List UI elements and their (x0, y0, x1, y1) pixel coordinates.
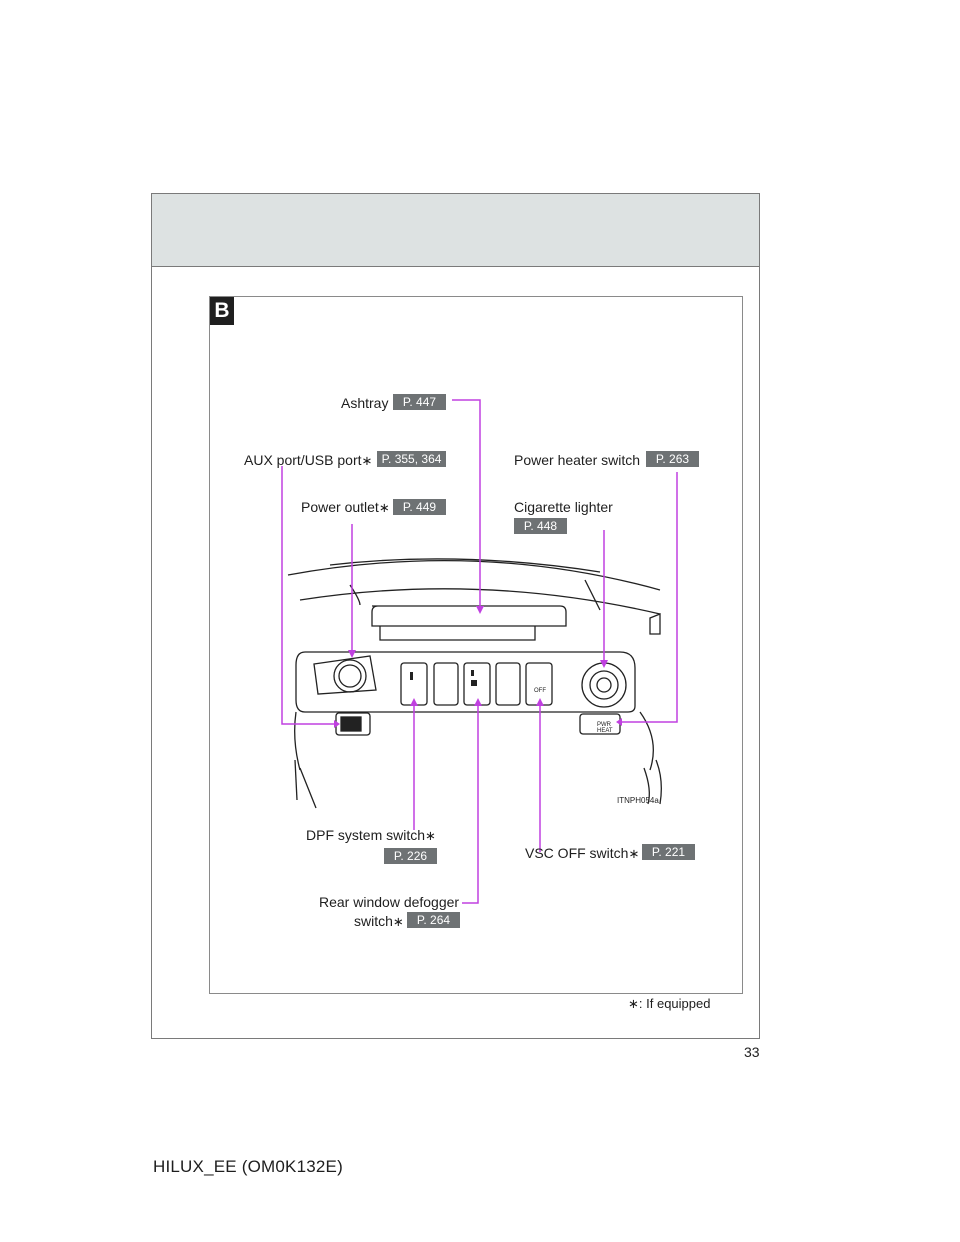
leader-lines (281, 399, 678, 904)
dpf-switch-page-ref[interactable]: P. 226 (384, 848, 437, 864)
footer-model-code: HILUX_EE (OM0K132E) (153, 1157, 343, 1176)
aux-usb-label: AUX port/USB port∗ (244, 452, 373, 468)
section-badge: B (210, 297, 234, 325)
ashtray-label: Ashtray (341, 395, 389, 411)
power-outlet-page-ref[interactable]: P. 449 (393, 499, 446, 515)
image-code: ITNPH054a (617, 796, 659, 805)
power-heater-page-ref[interactable]: P. 263 (646, 451, 699, 467)
dpf-switch-label: DPF system switch∗ (306, 827, 436, 843)
rear-defogger-page-ref[interactable]: P. 264 (407, 912, 460, 928)
ashtray-page-ref[interactable]: P. 447 (393, 394, 446, 410)
page-number: 33 (744, 1044, 760, 1060)
vsc-off-label: VSC OFF switch∗ (525, 845, 640, 861)
cigarette-lighter-label: Cigarette lighter (514, 499, 613, 515)
cigarette-lighter-page-ref[interactable]: P. 448 (514, 518, 567, 534)
svg-text:HEAT: HEAT (597, 728, 613, 734)
frame-header-band (152, 194, 759, 267)
svg-text:PWR: PWR (597, 722, 612, 728)
rear-defogger-label-line2: switch∗ (354, 913, 404, 929)
arrow-heads (334, 606, 622, 728)
rear-defogger-label-line1: Rear window defogger (319, 894, 460, 910)
power-outlet-label: Power outlet∗ (301, 499, 390, 515)
power-heater-label: Power heater switch (514, 452, 641, 468)
switch-marks: OFF PWR HEAT (410, 670, 613, 734)
footnote: ∗: If equipped (628, 996, 711, 1011)
content-frame (151, 193, 760, 1039)
illustration-panel (209, 296, 743, 994)
svg-text:OFF: OFF (534, 688, 546, 694)
aux-usb-page-ref[interactable]: P. 355, 364 (377, 451, 446, 467)
vsc-off-page-ref[interactable]: P. 221 (642, 844, 695, 860)
